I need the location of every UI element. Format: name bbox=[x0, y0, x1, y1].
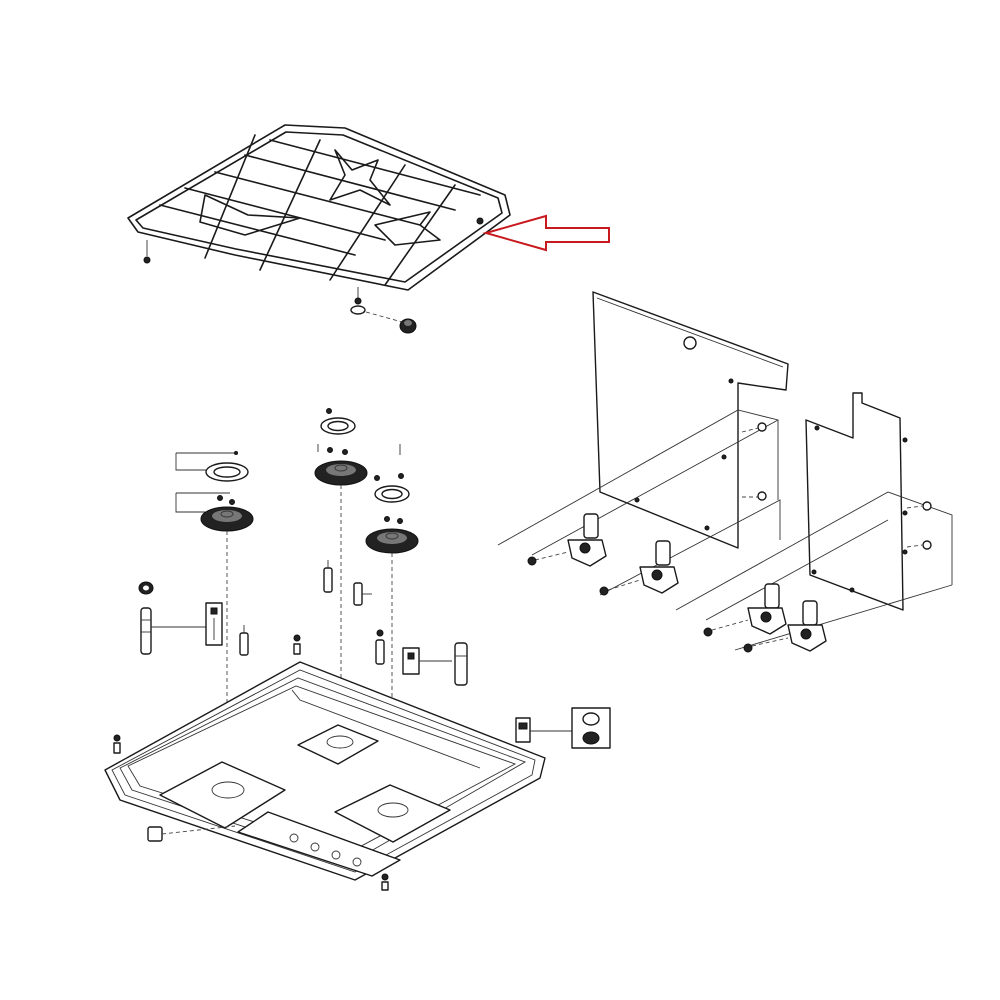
back-panel-large[interactable] bbox=[497, 291, 789, 596]
tray-screws bbox=[113, 734, 389, 891]
gas-tap-1[interactable] bbox=[527, 513, 607, 567]
gas-tap-3[interactable] bbox=[703, 583, 787, 637]
burner-rear[interactable] bbox=[314, 408, 401, 736]
gas-tap-2[interactable] bbox=[599, 540, 679, 596]
thermocouple-right bbox=[375, 629, 468, 686]
back-panel-small[interactable] bbox=[675, 392, 953, 651]
gas-tap-4[interactable] bbox=[743, 600, 827, 653]
highlight-arrow bbox=[482, 214, 610, 252]
pan-support-grid[interactable] bbox=[127, 124, 511, 305]
thermocouple-mid bbox=[293, 560, 372, 655]
spare-parts-box bbox=[515, 707, 611, 749]
grid-foot bbox=[350, 305, 417, 334]
burner-left[interactable] bbox=[175, 451, 254, 791]
injector-left bbox=[138, 581, 223, 655]
cooktop-tray[interactable] bbox=[104, 661, 546, 881]
thermocouple-left bbox=[239, 625, 249, 656]
